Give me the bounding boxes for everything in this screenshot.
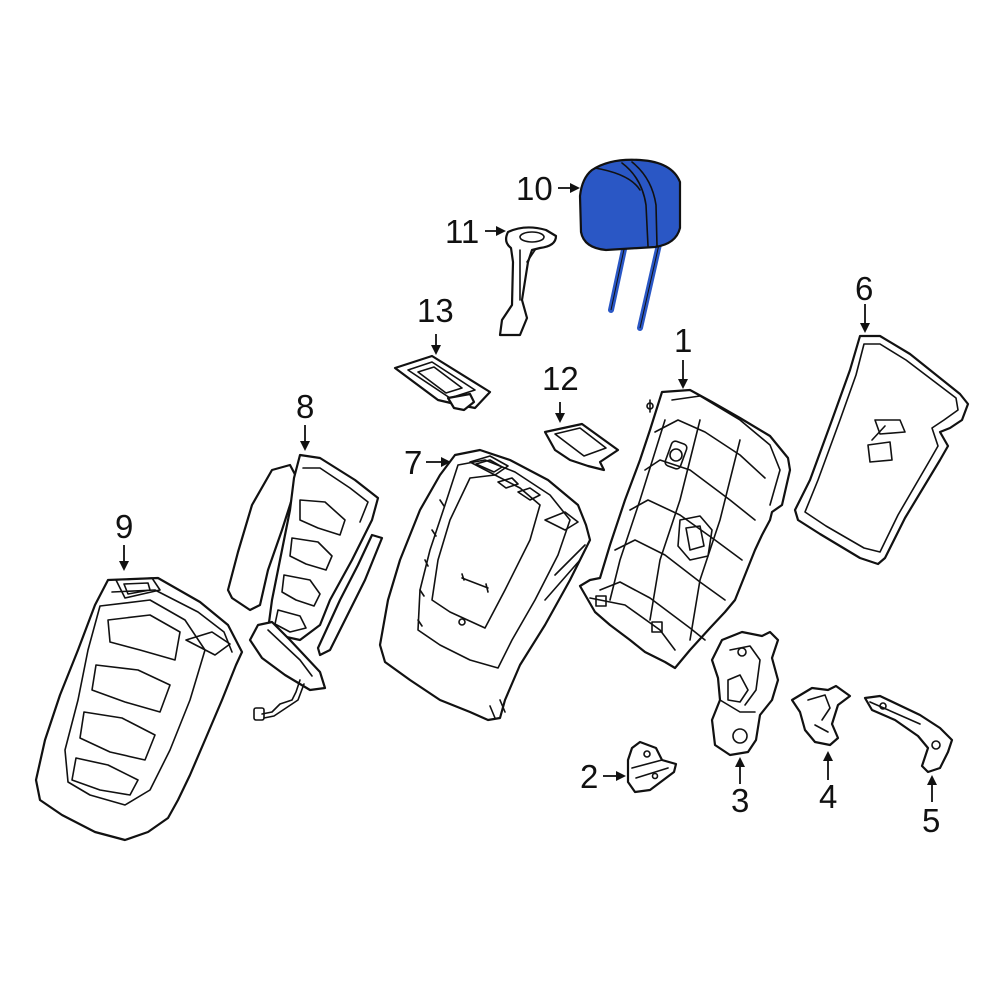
part-5-long-bracket[interactable] — [863, 694, 954, 774]
callout-4: 4 — [819, 778, 837, 815]
part-1-seatback-frame[interactable] — [578, 388, 792, 670]
part-3-hinge-bracket[interactable] — [710, 630, 780, 757]
callout-3: 3 — [731, 782, 749, 819]
callout-5: 5 — [922, 802, 940, 839]
headrest-seam-3 — [594, 167, 641, 191]
part-13-tray[interactable] — [393, 354, 492, 412]
part-8-heater-pad[interactable] — [226, 453, 384, 721]
part-9-seatback-cover[interactable] — [34, 576, 244, 842]
callout-1: 1 — [674, 322, 692, 359]
part-6-back-panel[interactable] — [793, 334, 970, 566]
headrest-post-right-outline — [639, 239, 661, 329]
callout-11: 11 — [445, 213, 479, 250]
callout-2: 2 — [580, 758, 598, 795]
callout-8: 8 — [296, 388, 314, 425]
callout-13: 13 — [417, 292, 454, 329]
headrest-cushion — [578, 158, 682, 252]
callout-12: 12 — [542, 360, 579, 397]
part-7-seatback-pad[interactable] — [378, 448, 592, 722]
callout-9: 9 — [115, 508, 133, 545]
callout-labels: 10 11 13 12 1 6 8 7 9 2 3 4 5 — [115, 170, 940, 839]
headrest-post-left-outline — [610, 239, 627, 311]
headrest-seam-2 — [631, 161, 658, 247]
callout-10: 10 — [516, 170, 553, 207]
callout-leaders — [119, 183, 937, 802]
part-10-headrest[interactable] — [578, 158, 682, 331]
part-4-small-bracket[interactable] — [790, 684, 852, 747]
callout-6: 6 — [855, 270, 873, 307]
part-2-hinge-plate[interactable] — [626, 740, 678, 794]
part-12-cover[interactable] — [543, 422, 620, 472]
headrest-seam-1 — [621, 162, 649, 247]
callout-7: 7 — [404, 444, 422, 481]
part-11-headrest-guide[interactable] — [498, 226, 558, 337]
